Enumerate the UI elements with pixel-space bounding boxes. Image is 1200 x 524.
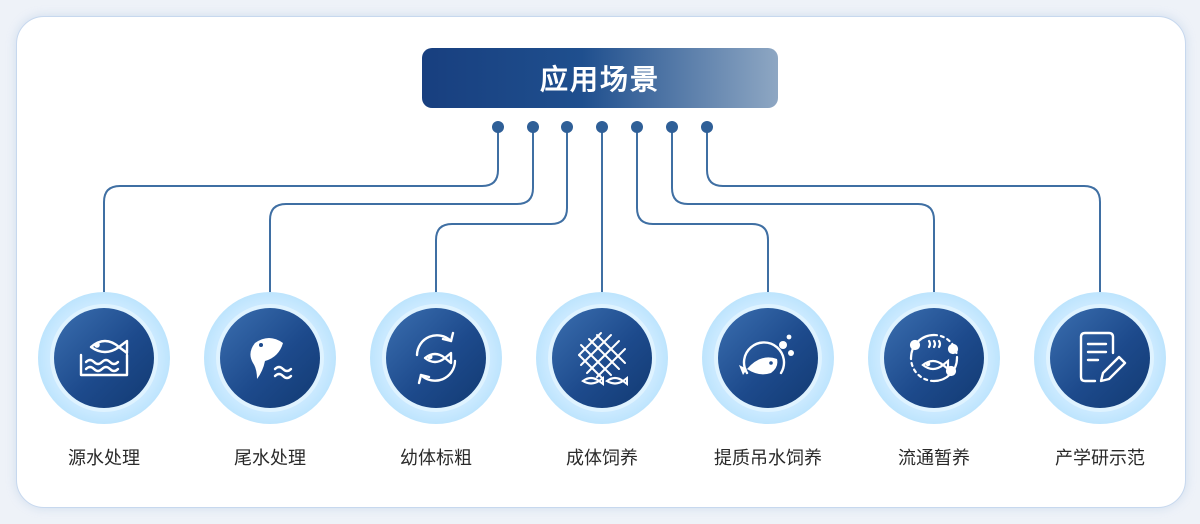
connector-dot-3: [561, 121, 573, 133]
node-juvenile-rearing[interactable]: [370, 292, 502, 424]
connector-dot-7: [701, 121, 713, 133]
node-source-water[interactable]: [38, 292, 170, 424]
label-tail-water: 尾水处理: [234, 448, 306, 469]
connector-5: [636, 127, 769, 300]
jumping-fish-icon: [250, 338, 293, 380]
connector-7: [706, 127, 1101, 300]
fish-circulation-icon: [909, 333, 959, 383]
label-quality-feeding: 提质吊水饲养: [714, 448, 822, 469]
document-edit-icon: [1079, 331, 1127, 383]
connector-dot-2: [527, 121, 539, 133]
connector-dot-5: [631, 121, 643, 133]
label-circulation-holding: 流通暂养: [898, 448, 970, 469]
node-research-demo[interactable]: [1034, 292, 1166, 424]
label-juvenile-rearing: 幼体标粗: [400, 448, 472, 469]
connector-dot-1: [492, 121, 504, 133]
connector-dot-6: [666, 121, 678, 133]
connector-2: [269, 127, 534, 300]
connector-1: [103, 127, 499, 300]
fish-in-water-icon: [79, 339, 129, 377]
net-fish-icon: [578, 332, 628, 386]
connector-6: [671, 127, 935, 300]
node-tail-water[interactable]: [204, 292, 336, 424]
fish-bubbles-icon: [739, 334, 794, 375]
label-adult-feeding: 成体饲养: [566, 448, 638, 469]
fish-cycle-icon: [415, 331, 457, 385]
diagram-title: 应用场景: [422, 48, 778, 108]
label-research-demo: 产学研示范: [1055, 448, 1145, 469]
node-circulation-holding[interactable]: [868, 292, 1000, 424]
label-source-water: 源水处理: [68, 448, 140, 469]
connector-3: [435, 127, 568, 300]
node-quality-feeding[interactable]: [702, 292, 834, 424]
node-adult-feeding[interactable]: [536, 292, 668, 424]
connector-dot-4: [596, 121, 608, 133]
